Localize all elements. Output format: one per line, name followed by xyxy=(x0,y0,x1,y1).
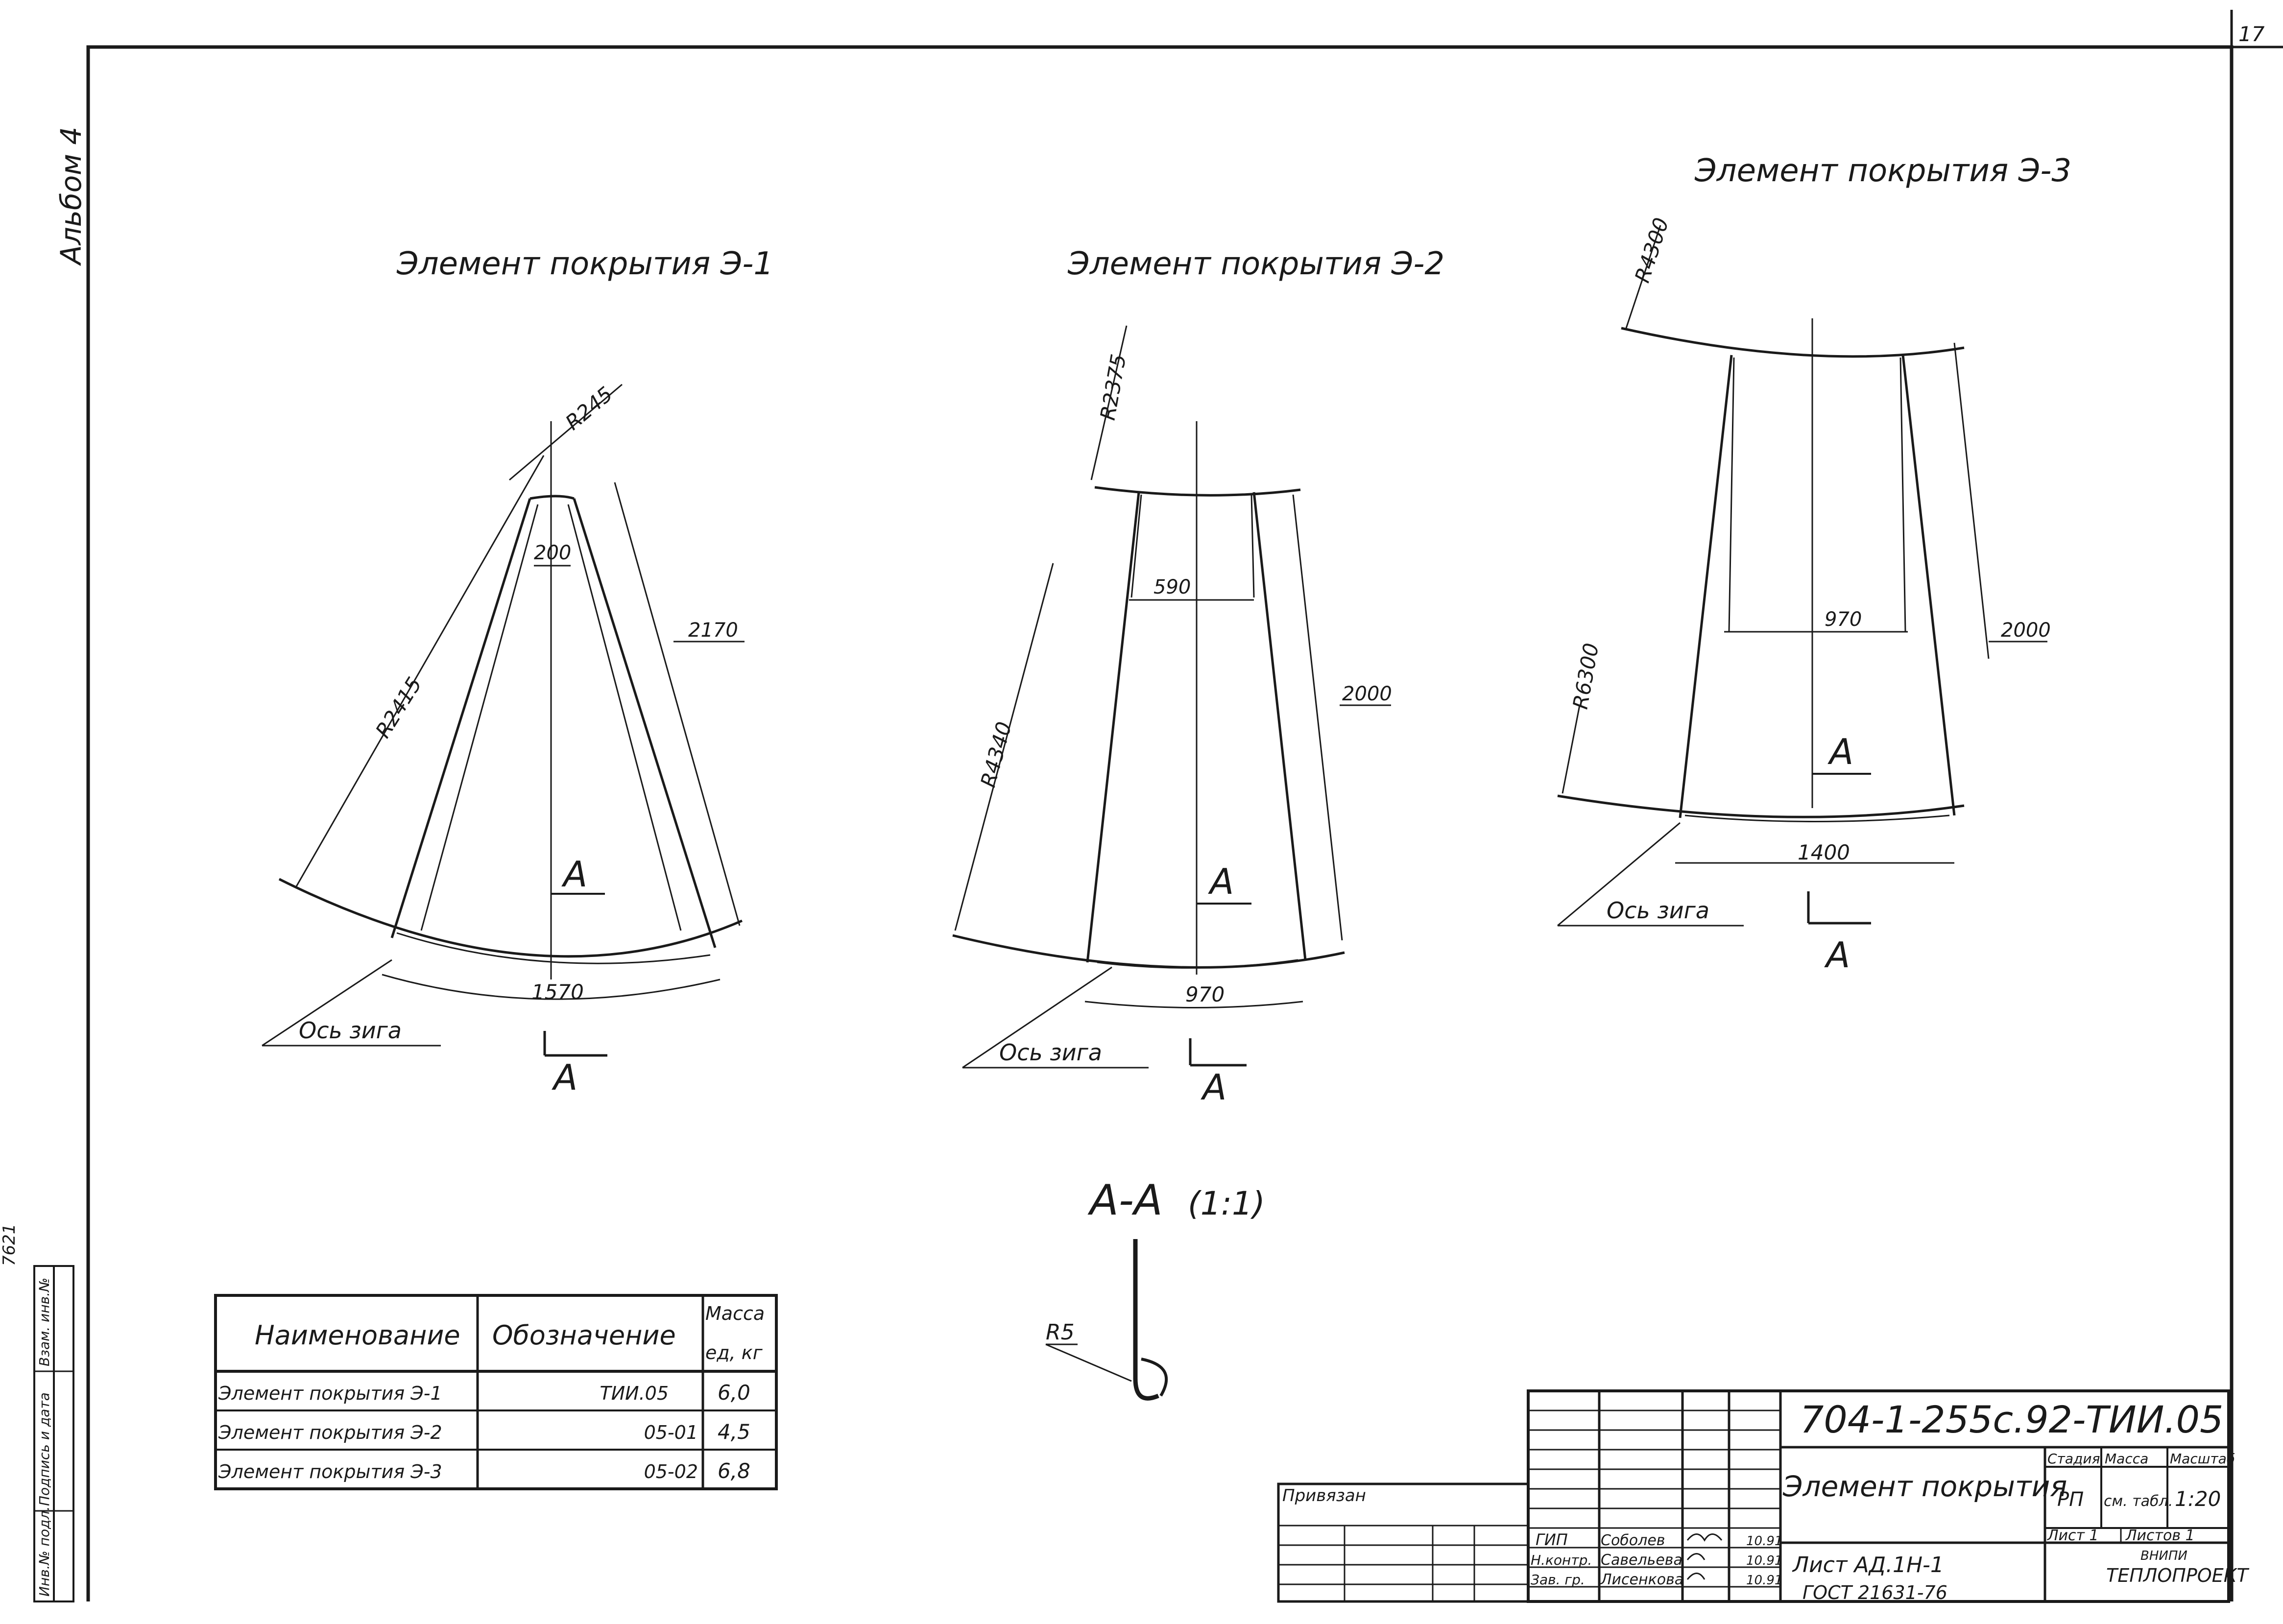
tb-date-3: 10.91 xyxy=(1746,1573,1782,1588)
tb-name-1: Соболев xyxy=(1601,1532,1665,1549)
e2-section-mark: A xyxy=(1201,1067,1226,1108)
spec-row-2-mass: 4,5 xyxy=(718,1420,750,1444)
e3-section-mark: A xyxy=(1824,934,1850,976)
svg-text:A: A xyxy=(1827,731,1853,772)
margin-stamp-col2: Подпись и дата xyxy=(36,1392,52,1506)
spec-header-mass: Масса xyxy=(705,1303,765,1324)
tb-role-1: ГИП xyxy=(1536,1530,1568,1549)
section-aa-drawing: А-А (1:1) R5 xyxy=(1045,1176,1265,1401)
tb-date-2: 10.91 xyxy=(1746,1553,1782,1568)
element-e1-title: Элемент покрытия Э-1 xyxy=(396,246,773,282)
element-e1-drawing: Элемент покрытия Э-1 R245 R2415 200 2170… xyxy=(262,246,773,1098)
svg-text:A: A xyxy=(1208,861,1234,902)
section-title: А-А xyxy=(1087,1176,1163,1225)
tb-role-3: Зав. гр. xyxy=(1531,1572,1585,1588)
spec-row-3-mass: 6,8 xyxy=(718,1459,750,1483)
album-label: Альбом 4 xyxy=(54,127,88,266)
spec-row-2-name: Элемент покрытия Э-2 xyxy=(218,1422,442,1443)
spec-header-unit: ед, кг xyxy=(705,1342,763,1363)
tb-stage-header: Стадия xyxy=(2047,1451,2100,1467)
margin-stamp-number: 7621 xyxy=(0,1223,19,1266)
tb-role-2: Н.контр. xyxy=(1531,1552,1592,1568)
e1-r-side-label: R2415 xyxy=(371,673,427,742)
e3-bottom-width-label: 1400 xyxy=(1798,840,1850,864)
spec-row-1-mass: 6,0 xyxy=(718,1381,750,1405)
element-e3-drawing: Элемент покрытия Э-3 R4300 R6300 970 200… xyxy=(1557,153,2071,976)
e1-axis-label: Ось зига xyxy=(299,1017,402,1044)
tb-doc-name: Элемент покрытия xyxy=(1782,1470,2067,1503)
spec-table: Наименование Обозначение Масса ед, кг Эл… xyxy=(214,1294,778,1490)
spec-header-designation: Обозначение xyxy=(492,1320,676,1351)
tb-name-3: Лисенкова xyxy=(1600,1571,1683,1588)
element-e3-title: Элемент покрытия Э-3 xyxy=(1694,153,2071,189)
tb-doc-code: 704-1-255с.92-ТИИ.05 xyxy=(1800,1398,2223,1441)
tb-privyazan: Привязан xyxy=(1282,1486,1366,1505)
tb-mass-header: Масса xyxy=(2105,1451,2148,1467)
e3-length-label: 2000 xyxy=(2001,619,2051,642)
e1-length-label: 2170 xyxy=(688,619,738,642)
spec-row-1-code: ТИИ.05 xyxy=(600,1383,669,1404)
tb-sheet-ref: Лист АД.1Н-1 xyxy=(1792,1552,1944,1577)
margin-stamp-col3: Взам. инв.№ xyxy=(36,1278,52,1366)
e3-r-side-label: R6300 xyxy=(1568,641,1604,711)
tb-sheets: Листов 1 xyxy=(2125,1527,2195,1544)
tb-org-small: ВНИПИ xyxy=(2140,1549,2187,1563)
e1-bottom-arc xyxy=(278,878,743,958)
svg-text:A: A xyxy=(561,854,587,895)
e1-section-mark: A xyxy=(552,1057,577,1098)
tb-org: ТЕПЛОПРОЕКТ xyxy=(2106,1565,2250,1586)
e1-bottom-width-label: 1570 xyxy=(531,980,584,1004)
e3-r-top-label: R4300 xyxy=(1630,215,1674,286)
spec-row-3-name: Элемент покрытия Э-3 xyxy=(218,1461,442,1482)
spec-row-2-code: 05-01 xyxy=(644,1422,698,1443)
spec-row-1-name: Элемент покрытия Э-1 xyxy=(218,1383,442,1404)
sheet-frame xyxy=(86,10,2283,1601)
e2-r-top-label: R2375 xyxy=(1096,352,1131,422)
spec-header-name: Наименование xyxy=(255,1320,460,1351)
tb-stage: РП xyxy=(2057,1488,2084,1511)
e2-r-side-label: R4340 xyxy=(976,719,1016,789)
tb-gost: ГОСТ 21631-76 xyxy=(1802,1582,1947,1603)
tb-sheet: Лист 1 xyxy=(2047,1527,2099,1544)
margin-stamp: 7621 Инв.№ подл. Подпись и дата Взам. ин… xyxy=(0,1223,74,1602)
e2-top-width-label: 590 xyxy=(1154,576,1191,598)
page-number: 17 xyxy=(2238,22,2265,46)
element-e2-drawing: Элемент покрытия Э-2 R2375 R4340 590 200… xyxy=(952,246,1444,1108)
tb-name-2: Савельева xyxy=(1601,1552,1682,1569)
e1-top-width-label: 200 xyxy=(534,542,571,564)
e1-r-top-label: R245 xyxy=(561,382,617,435)
e3-top-width-label: 970 xyxy=(1825,608,1862,631)
element-e2-title: Элемент покрытия Э-2 xyxy=(1067,246,1444,282)
e2-axis-label: Ось зига xyxy=(999,1039,1102,1066)
tb-scale-header: Масштаб xyxy=(2170,1451,2235,1467)
section-radius-label: R5 xyxy=(1046,1320,1075,1345)
tb-mass: см. табл. xyxy=(2104,1493,2173,1510)
tb-date-1: 10.91 xyxy=(1746,1534,1782,1549)
margin-stamp-col1: Инв.№ подл. xyxy=(36,1506,52,1597)
title-block: Привязан ГИП Соболев 10.91 Н.контр. Саве… xyxy=(1277,1389,2250,1603)
e2-bottom-width-label: 970 xyxy=(1185,982,1225,1006)
spec-row-3-code: 05-02 xyxy=(644,1461,698,1482)
e2-length-label: 2000 xyxy=(1342,683,1392,705)
e3-axis-label: Ось зига xyxy=(1607,897,1709,924)
tb-scale: 1:20 xyxy=(2175,1487,2221,1511)
section-scale: (1:1) xyxy=(1188,1185,1265,1222)
